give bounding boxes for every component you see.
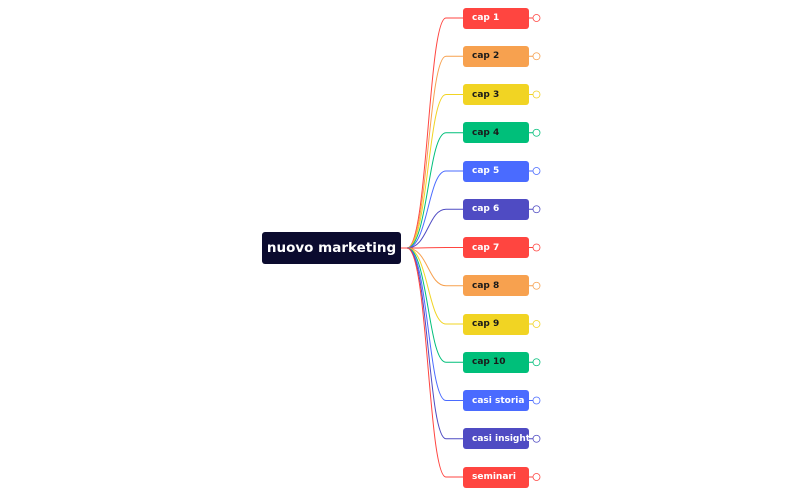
branch-connector xyxy=(401,247,463,287)
collapse-toggle-icon[interactable] xyxy=(532,396,541,405)
collapse-toggle-icon[interactable] xyxy=(532,473,541,481)
root-node[interactable]: nuovo marketing xyxy=(262,232,401,264)
branch-connector xyxy=(401,17,463,249)
branch-connector xyxy=(401,170,463,249)
branch-node[interactable]: casi insight xyxy=(463,428,530,450)
collapse-toggle-icon[interactable] xyxy=(532,205,541,214)
branch-node[interactable]: cap 3 xyxy=(463,84,529,105)
collapse-toggle-icon[interactable] xyxy=(532,167,541,175)
branch-node[interactable]: seminari xyxy=(463,466,529,488)
branch-node[interactable]: cap 6 xyxy=(463,198,529,220)
collapse-toggle-icon[interactable] xyxy=(532,128,541,137)
collapse-toggle-icon[interactable] xyxy=(532,281,541,290)
collapse-toggle-icon[interactable] xyxy=(532,243,541,252)
branch-connector xyxy=(401,247,463,478)
branch-node[interactable]: cap 4 xyxy=(463,122,529,144)
branch-node[interactable]: cap 2 xyxy=(463,45,529,67)
branch-connector xyxy=(401,132,463,249)
branch-node[interactable]: casi storia xyxy=(463,390,529,411)
branch-connector xyxy=(401,247,463,363)
branch-node[interactable]: cap 1 xyxy=(463,7,529,29)
branch-connector xyxy=(401,208,463,249)
collapse-toggle-icon[interactable] xyxy=(532,90,541,99)
branch-node[interactable]: cap 9 xyxy=(463,313,529,335)
branch-node[interactable]: cap 8 xyxy=(463,275,529,297)
collapse-toggle-icon[interactable] xyxy=(532,52,541,61)
collapse-toggle-icon[interactable] xyxy=(532,434,541,443)
branch-node[interactable]: cap 5 xyxy=(463,160,529,182)
collapse-toggle-icon[interactable] xyxy=(532,358,541,367)
branch-node[interactable]: cap 10 xyxy=(463,351,529,373)
collapse-toggle-icon[interactable] xyxy=(532,320,541,328)
branch-node[interactable]: cap 7 xyxy=(463,237,529,258)
branch-connector xyxy=(401,55,463,249)
collapse-toggle-icon[interactable] xyxy=(532,14,541,22)
